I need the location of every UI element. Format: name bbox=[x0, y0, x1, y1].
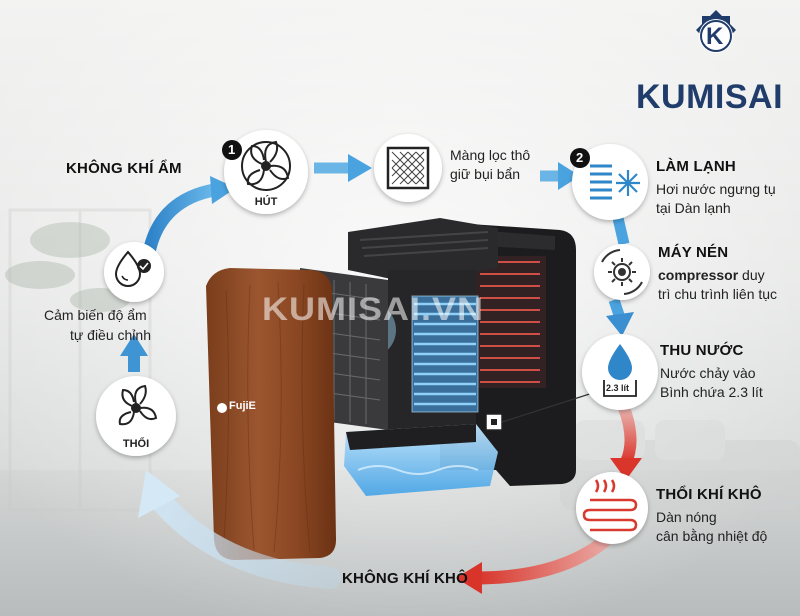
intake-heading: KHÔNG KHÍ ẨM bbox=[66, 160, 182, 177]
compressor-gear-icon bbox=[601, 249, 643, 295]
filter-line-2: giữ bụi bẩn bbox=[450, 166, 521, 182]
water-heading: THU NƯỚC bbox=[660, 342, 744, 359]
dryout-line-1: Dàn nóng bbox=[656, 509, 717, 525]
flow-arrow-dryout-to-dryair bbox=[475, 534, 611, 585]
cooling-line-2: tại Dàn lạnh bbox=[656, 200, 731, 216]
fan-icon bbox=[241, 140, 291, 191]
intake-node-label: HÚT bbox=[254, 196, 278, 208]
device-logo-text: FujiE bbox=[229, 400, 256, 412]
blow-node bbox=[96, 376, 176, 456]
compressor-heading: MÁY NÉN bbox=[658, 244, 729, 261]
heating-coil-icon bbox=[582, 479, 638, 532]
step-badge-2-number: 2 bbox=[576, 150, 584, 165]
intake-node bbox=[224, 130, 308, 214]
wooden-front-panel bbox=[206, 268, 336, 560]
brand-emblem-letter: K bbox=[706, 23, 724, 50]
flow-arrow-cooling-to-compressor bbox=[612, 216, 630, 246]
brand-emblem bbox=[696, 10, 736, 53]
water-line-2: Bình chứa 2.3 lít bbox=[660, 384, 763, 400]
filter-line-1: Màng lọc thô bbox=[450, 147, 531, 163]
water-drop-icon bbox=[603, 344, 637, 397]
water-tank-label: 2.3 lít bbox=[606, 383, 630, 393]
compressor-line-2: trì chu trình liên tục bbox=[658, 286, 778, 302]
dryout-node bbox=[576, 472, 648, 544]
sensor-line-1: Cảm biến độ ẩm bbox=[44, 307, 147, 323]
humidity-sensor-icon bbox=[114, 250, 151, 287]
cooling-heading: LÀM LẠNH bbox=[656, 158, 736, 175]
step-badge-1 bbox=[222, 140, 242, 160]
compressor-bold-word: compressor bbox=[658, 267, 739, 283]
blow-node-label: THỔI bbox=[122, 438, 150, 450]
brand-name: KUMISAI bbox=[636, 78, 784, 116]
water-tank bbox=[344, 424, 498, 496]
top-grille bbox=[348, 218, 498, 282]
cooling-line-1: Hơi nước ngưng tụ bbox=[656, 181, 776, 197]
dry-air-heading: KHÔNG KHÍ KHÔ bbox=[342, 570, 468, 587]
fan-icon bbox=[118, 384, 158, 426]
device-logo-mark bbox=[217, 403, 227, 413]
sensor-node bbox=[104, 242, 164, 302]
filter-mesh-icon bbox=[386, 146, 430, 190]
water-line-1: Nước chảy vào bbox=[660, 365, 756, 381]
compressor-line-1-rest: duy bbox=[738, 267, 765, 283]
sensor-line-2: tự điều chỉnh bbox=[70, 327, 151, 343]
compressor-line-1: compressor duy bbox=[658, 266, 765, 285]
flow-arrow-water-to-dryout bbox=[618, 405, 637, 465]
dryout-heading: THỔI KHÍ KHÔ bbox=[656, 486, 762, 503]
cooling-coil-snowflake-icon bbox=[590, 164, 640, 200]
step-badge-2 bbox=[570, 148, 590, 168]
flow-arrow-sensor-to-intake bbox=[143, 183, 221, 255]
step-badge-1-number: 1 bbox=[228, 142, 236, 157]
flow-arrow-dryair-to-blow bbox=[149, 489, 341, 589]
dryout-line-2: cân bằng nhiệt độ bbox=[656, 528, 768, 544]
brand-watermark: KUMISAI.VN bbox=[262, 290, 485, 327]
